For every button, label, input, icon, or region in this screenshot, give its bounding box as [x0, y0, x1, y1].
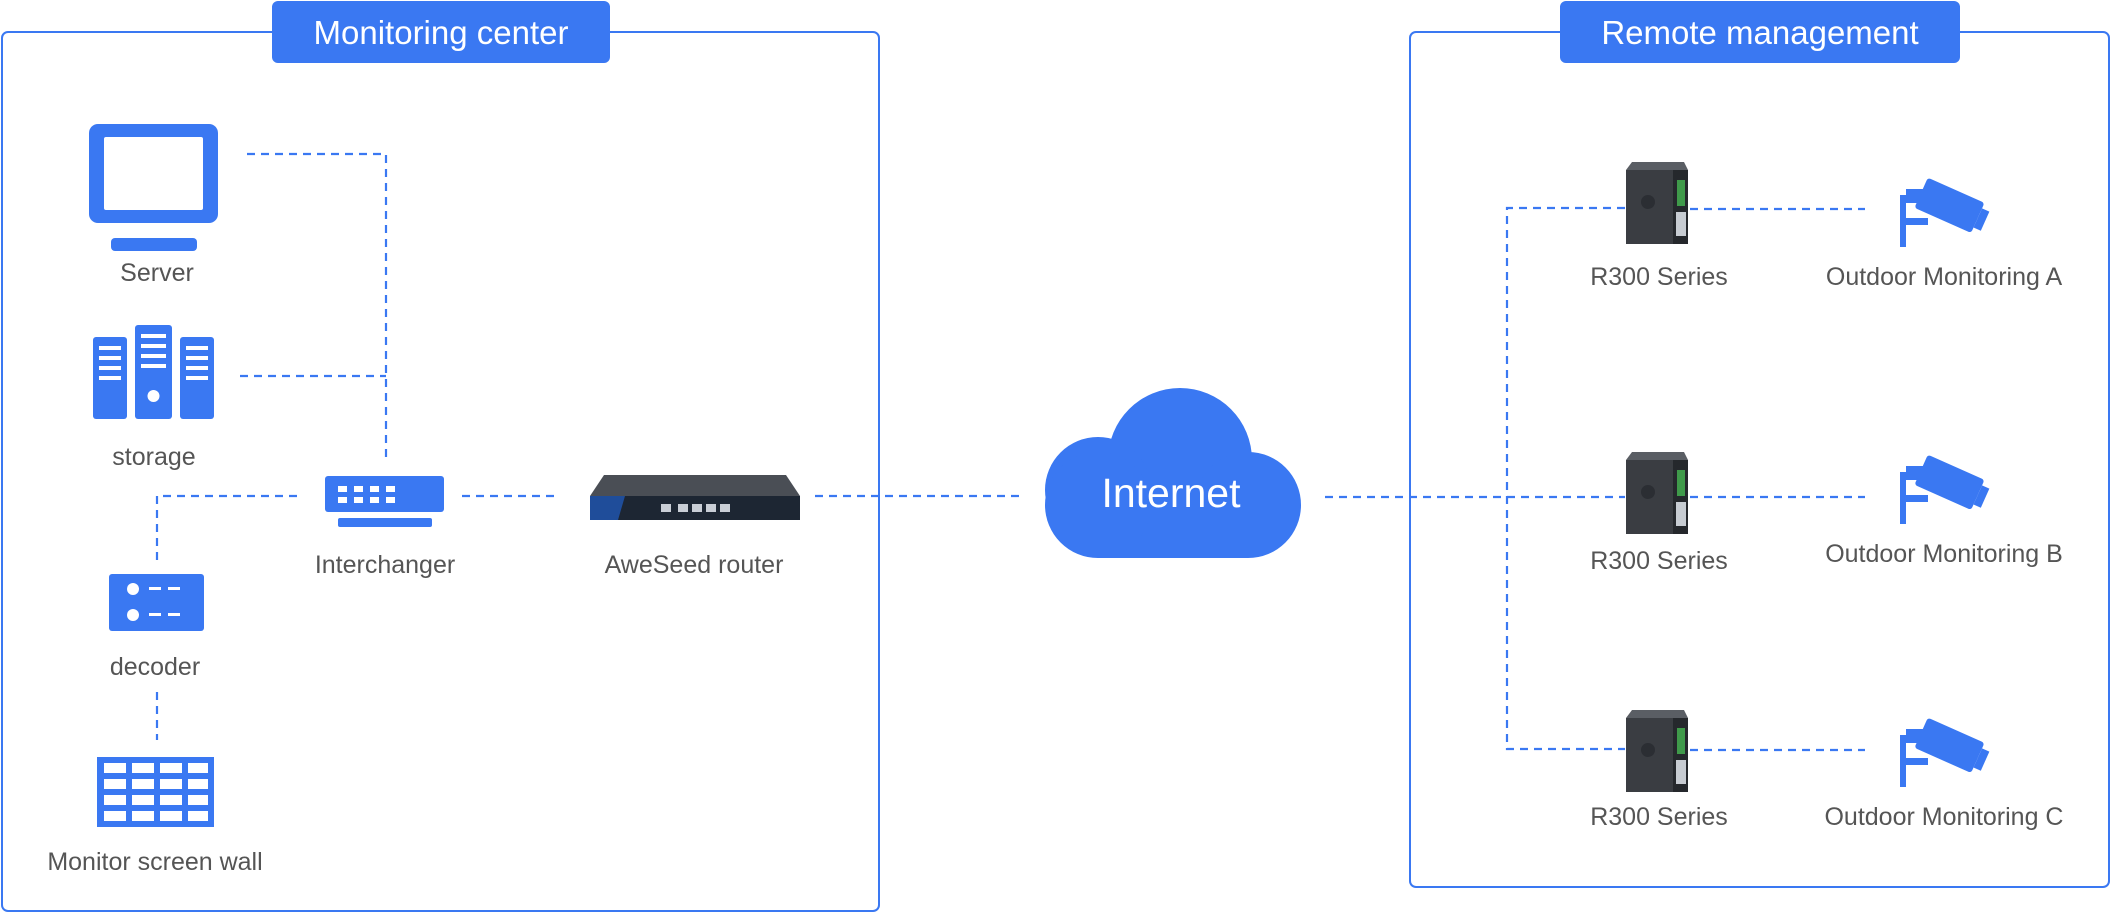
switch-icon	[325, 476, 444, 527]
video-wall-icon	[97, 757, 214, 827]
remote-management-title-tab	[1560, 1, 1960, 63]
camera-a: Outdoor Monitoring A	[1826, 178, 2063, 291]
r300-router-a-label: R300 Series	[1590, 263, 1728, 291]
screen-wall-label: Monitor screen wall	[47, 848, 262, 876]
router-label: AweSeed router	[605, 551, 784, 579]
decoder-label: decoder	[110, 653, 200, 681]
r300-router-b-label: R300 Series	[1590, 547, 1728, 575]
camera-c-label: Outdoor Monitoring C	[1824, 803, 2063, 831]
camera-b: Outdoor Monitoring B	[1825, 455, 2063, 568]
storage-node: storage	[93, 325, 214, 471]
interchanger-node: Interchanger	[315, 476, 455, 579]
r300-router-b: R300 Series	[1590, 452, 1728, 575]
interchanger-label: Interchanger	[315, 551, 455, 579]
monitoring-center-panel: Monitoring center	[1, 1, 880, 912]
industrial-router-icon	[1626, 710, 1688, 792]
router-node: AweSeed router	[590, 475, 800, 579]
monitoring-center-links	[155, 152, 1025, 740]
r300-router-c: R300 Series	[1590, 710, 1728, 831]
storage-rack-icon	[93, 325, 214, 419]
r300-router-a: R300 Series	[1590, 162, 1728, 291]
cctv-camera-icon	[1900, 178, 1990, 247]
server-label: Server	[120, 259, 194, 287]
remote-management-frame	[1409, 31, 2110, 888]
industrial-router-icon	[1626, 162, 1688, 244]
remote-bus-link	[1505, 206, 1625, 751]
industrial-router-icon	[1626, 452, 1688, 534]
screen-wall-node: Monitor screen wall	[47, 757, 263, 876]
cctv-camera-icon	[1900, 455, 1990, 524]
decoder-node: decoder	[109, 574, 204, 681]
decoder-icon	[109, 574, 204, 631]
internet-node: Internet	[1045, 388, 1301, 558]
server-node: Server	[89, 124, 218, 287]
monitoring-center-title: Monitoring center	[314, 14, 569, 51]
camera-c: Outdoor Monitoring C	[1824, 718, 2064, 831]
camera-a-label: Outdoor Monitoring A	[1826, 263, 2063, 291]
camera-b-label: Outdoor Monitoring B	[1825, 540, 2063, 568]
cctv-camera-icon	[1900, 718, 1990, 787]
cloud-icon	[1045, 388, 1301, 558]
remote-links	[1325, 206, 1865, 752]
rack-router-icon	[590, 475, 800, 520]
storage-label: storage	[112, 443, 195, 471]
internet-label: Internet	[1101, 470, 1241, 516]
r300-router-c-label: R300 Series	[1590, 803, 1728, 831]
remote-management-title: Remote management	[1601, 14, 1918, 51]
remote-management-panel: Remote management	[1409, 1, 2110, 888]
decoder-link	[155, 494, 300, 560]
monitoring-center-title-tab	[272, 1, 610, 63]
server-link	[247, 152, 388, 460]
monitor-icon	[89, 124, 218, 251]
